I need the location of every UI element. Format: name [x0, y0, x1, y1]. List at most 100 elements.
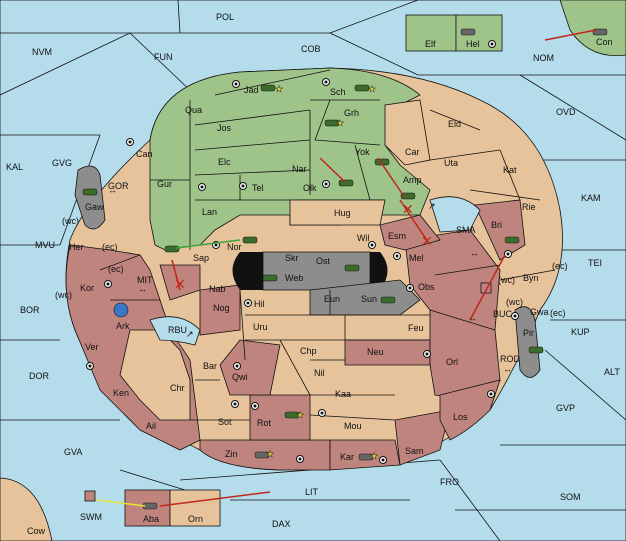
territory-hug[interactable]: [289, 199, 386, 226]
label-mou: Mou: [344, 421, 362, 431]
svg-text:↗: ↗: [428, 201, 436, 211]
label-cow: Cow: [27, 526, 46, 536]
label-fro: FRO: [440, 477, 459, 487]
label-swm: SWM: [80, 512, 102, 522]
label-neu: Neu: [367, 347, 384, 357]
label-wc-kor: (wc): [55, 290, 72, 300]
territory-esm[interactable]: [379, 214, 441, 251]
build-stars: ★ ★ ★ ★ ★ ★: [266, 84, 378, 461]
label-wc-buc: (wc): [498, 275, 515, 285]
territory-car[interactable]: [384, 99, 431, 166]
territory-orn[interactable]: [169, 489, 221, 527]
label-ec-gwa: (ec): [550, 308, 566, 318]
label-rbu: RBU: [168, 325, 187, 335]
label-ec-kor: (ec): [108, 264, 124, 274]
unit-web: [262, 274, 278, 282]
label-olk: Olk: [303, 183, 317, 193]
label-sot: Sot: [218, 417, 232, 427]
svg-text:↔: ↔: [468, 313, 477, 323]
svg-text:↗: ↗: [186, 329, 194, 339]
label-zin: Zin: [225, 449, 238, 459]
label-car: Car: [405, 147, 420, 157]
label-uta: Uta: [444, 158, 458, 168]
label-kaa: Kaa: [335, 389, 351, 399]
label-uru: Uru: [253, 322, 268, 332]
unit-gaw: [82, 188, 98, 196]
label-eun: Eun: [324, 294, 340, 304]
label-rot: Rot: [257, 418, 272, 428]
svg-text:★: ★: [275, 84, 283, 94]
svg-text:★: ★: [370, 451, 378, 461]
label-qwi: Qwi: [232, 372, 248, 382]
label-wc-gwa: (wc): [506, 297, 523, 307]
label-gaw: Gaw: [85, 202, 104, 212]
label-ark: Ark: [116, 321, 130, 331]
label-hel: Hel: [466, 39, 480, 49]
sea-labels: POL COB NVM FUN NOM OVD KAL GVG GOR KAM …: [6, 12, 620, 529]
label-cob: COB: [301, 44, 321, 54]
territory-los[interactable]: [439, 379, 501, 441]
territory-nab[interactable]: [159, 264, 201, 301]
label-bor: BOR: [20, 305, 40, 315]
label-con: Con: [596, 37, 613, 47]
unit-hel: [460, 28, 476, 36]
label-bar: Bar: [203, 361, 217, 371]
label-nom: NOM: [533, 53, 554, 63]
svg-text:★: ★: [368, 84, 376, 94]
label-buc: BUC: [493, 309, 513, 319]
label-wil: Wil: [357, 233, 370, 243]
label-rie: Rie: [522, 202, 536, 212]
unit-ost: [344, 264, 360, 272]
territory-qwi[interactable]: [219, 339, 281, 396]
inner-lines: [99, 109, 556, 421]
bay-sma[interactable]: [429, 196, 481, 233]
territory-gaw[interactable]: [74, 165, 106, 230]
label-nil: Nil: [314, 368, 325, 378]
label-skr: Skr: [285, 253, 299, 263]
label-wc-her: (wc): [62, 216, 79, 226]
label-amp: Amp: [403, 175, 422, 185]
label-rod: ROD: [500, 354, 521, 364]
label-byn: Byn: [523, 273, 539, 283]
territory-sun[interactable]: [309, 279, 421, 316]
unit-jad: [260, 84, 276, 92]
label-gvg: GVG: [52, 158, 72, 168]
territory-nog[interactable]: [199, 284, 241, 336]
label-nog: Nog: [213, 303, 230, 313]
label-som: SOM: [560, 492, 581, 502]
unit-sap: [164, 245, 180, 253]
label-her: Her: [69, 242, 84, 252]
label-kor: Kor: [80, 283, 94, 293]
label-mel: Mel: [409, 253, 424, 263]
unit-rot: [284, 411, 300, 419]
coast-labels: (wc) (ec) (ec) (wc) (wc) (ec) (wc) (ec): [55, 216, 568, 318]
territory-bri[interactable]: [474, 199, 526, 261]
svg-text:★: ★: [336, 118, 344, 128]
label-hug: Hug: [334, 208, 351, 218]
svg-text:✕: ✕: [402, 201, 414, 217]
svg-text:↔: ↔: [503, 364, 512, 374]
bay-rbu[interactable]: [149, 316, 201, 346]
label-kal: KAL: [6, 162, 23, 172]
svg-text:✕: ✕: [421, 233, 433, 249]
label-ken: Ken: [113, 388, 129, 398]
unit-pir: [528, 346, 544, 354]
label-nar: Nar: [292, 164, 307, 174]
label-hil: Hil: [254, 299, 265, 309]
label-gva: GVA: [64, 447, 82, 457]
label-dax: DAX: [272, 519, 291, 529]
territory-pir[interactable]: [514, 306, 541, 378]
label-nvm: NVM: [32, 47, 52, 57]
label-tel: Tel: [252, 183, 264, 193]
label-kar: Kar: [340, 452, 354, 462]
territory-rot[interactable]: [249, 394, 311, 441]
label-dor: DOR: [29, 371, 50, 381]
label-ost: Ost: [316, 256, 331, 266]
territory-sam[interactable]: [394, 409, 451, 466]
unit-nor: [242, 236, 258, 244]
territory-neu[interactable]: [344, 339, 431, 366]
label-ovd: OVD: [556, 107, 576, 117]
unit-grh: [324, 119, 340, 127]
label-can: Can: [136, 149, 153, 159]
